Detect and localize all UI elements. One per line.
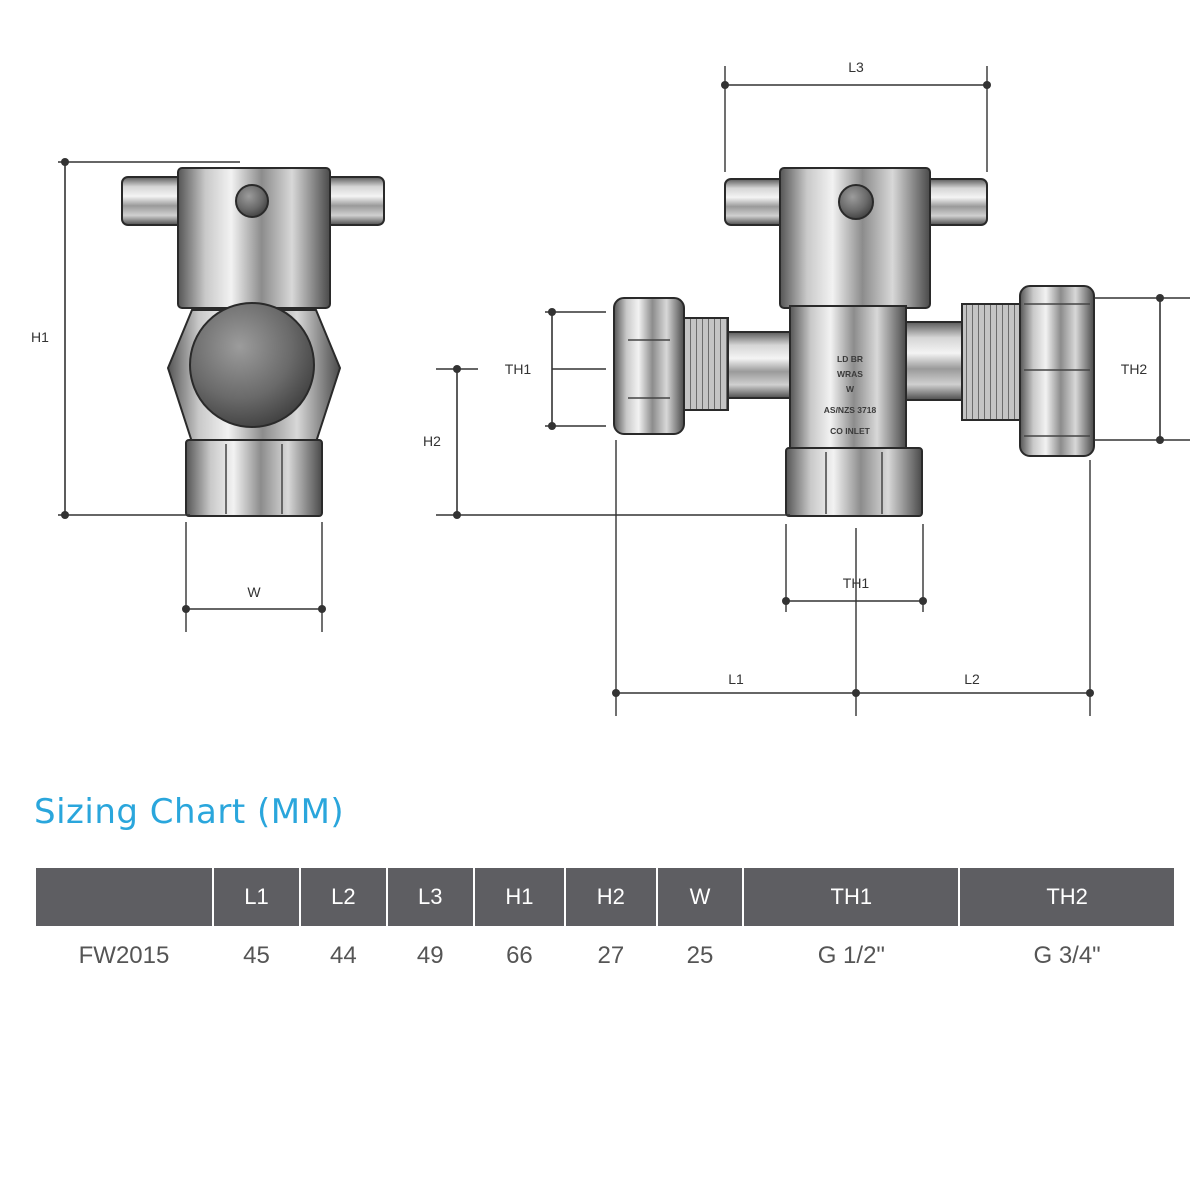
l1-cell: 45 [243, 942, 270, 969]
l3-dimension: L3 [721, 59, 991, 172]
sizing-chart-title: Sizing Chart (MM) [34, 792, 345, 832]
front-view: LD BR WRAS W AS/NZS 3718 CO INLET L3 TH1 [423, 59, 1190, 716]
stamp-line-4: AS/NZS 3718 [824, 405, 877, 415]
h1-dimension: H1 [31, 158, 240, 519]
column-header-th1: TH1 [744, 868, 959, 926]
left-compression-nut [613, 297, 685, 435]
l1-label: L1 [728, 671, 744, 687]
model-cell: FW2015 [78, 942, 170, 969]
h2-cell: 27 [597, 942, 625, 969]
column-header-h2: H2 [566, 868, 656, 926]
th2-label: TH2 [1121, 361, 1148, 377]
column-header-w: W [657, 868, 743, 926]
w-dimension: W [182, 522, 326, 632]
stamp-line-2: WRAS [837, 369, 863, 379]
th1-bottom-dimension: TH1 [782, 524, 927, 612]
side-view: H1 W [31, 158, 385, 632]
front-screw-icon [838, 184, 874, 220]
h2-label: H2 [423, 433, 441, 449]
th1-cell: G 1/2" [817, 942, 885, 969]
stamp-line-3: W [846, 384, 855, 394]
l3-label: L3 [848, 59, 864, 75]
side-bottom-nut [185, 439, 323, 517]
column-header-model [36, 868, 212, 926]
column-header-l1: L1 [214, 868, 299, 926]
side-screw-icon [235, 184, 269, 218]
h1-label: H1 [31, 329, 49, 345]
front-main-body [789, 305, 907, 453]
th2-cell: G 3/4" [1033, 942, 1101, 969]
right-thread [961, 303, 1021, 421]
sizing-table: L1 L2 L3 H1 H2 W TH1 TH2 FW2015 45 44 49… [34, 868, 1176, 986]
th1-dimension: TH1 [505, 308, 606, 430]
stamp-line-5: CO INLET [830, 426, 870, 436]
h2-dimension: H2 [423, 365, 790, 519]
l2-cell: 44 [330, 942, 357, 969]
column-header-th2: TH2 [960, 868, 1174, 926]
side-round-cap [189, 302, 315, 428]
right-compression-nut [1019, 285, 1095, 457]
table-row: FW2015 45 44 49 66 27 25 G 1/2" G 3/4" [36, 926, 1174, 986]
w-cell: 25 [686, 942, 714, 969]
h1-cell: 66 [506, 942, 533, 969]
th2-dimension: TH2 [1094, 294, 1190, 444]
l3-cell: 49 [416, 942, 444, 969]
l1-l2-dimension: L1 L2 [612, 440, 1094, 716]
column-header-l3: L3 [387, 868, 473, 926]
front-bottom-nut [785, 447, 923, 517]
left-thread [679, 317, 729, 411]
stamp-line-1: LD BR [837, 354, 863, 364]
column-header-l2: L2 [300, 868, 386, 926]
valve-dimension-drawing: H1 W LD BR WRAS W [31, 59, 1190, 716]
th1-label: TH1 [505, 361, 532, 377]
sizing-table-header-row: L1 L2 L3 H1 H2 W TH1 TH2 [36, 868, 1174, 926]
l2-label: L2 [964, 671, 980, 687]
w-label: W [247, 584, 261, 600]
column-header-h1: H1 [474, 868, 565, 926]
